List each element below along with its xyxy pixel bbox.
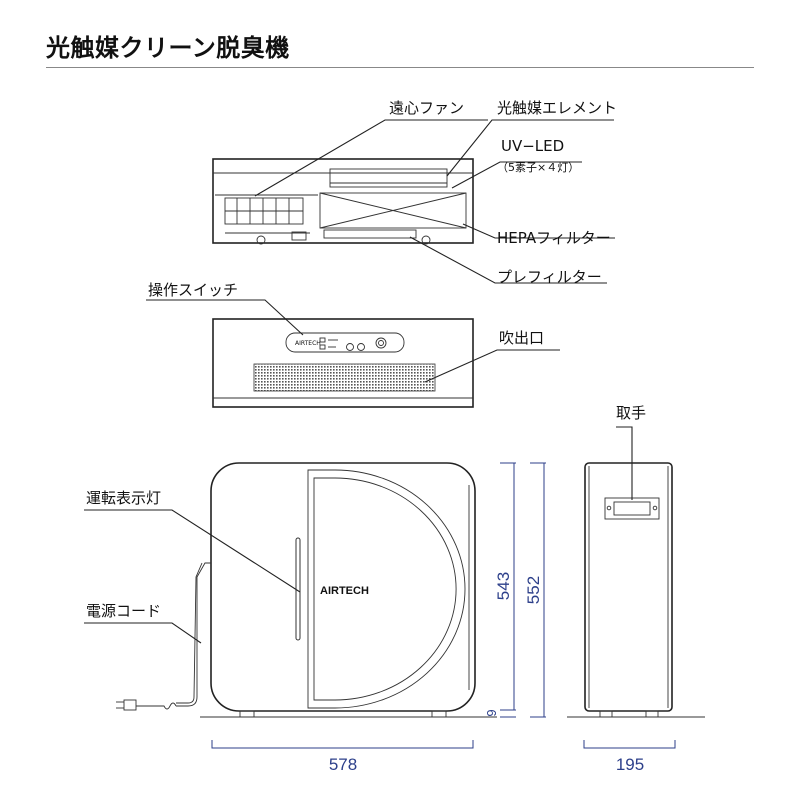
prefilter-bar [323, 229, 417, 239]
label-prefilter: プレフィルター [497, 268, 602, 286]
top-section-view [212, 158, 474, 245]
title-divider [46, 67, 754, 68]
label-centrifugal-fan: 遠心ファン [389, 99, 464, 117]
top-view-casing [212, 158, 474, 244]
label-uv-led-note: （5素子×４灯） [497, 161, 579, 174]
air-outlet-grille [253, 363, 436, 392]
front-view [212, 318, 474, 408]
front-brand-text: AIRTECH [295, 340, 321, 347]
indicator-light-bar [295, 537, 301, 641]
dimension-lines [211, 462, 676, 749]
label-operation-switch: 操作スイッチ [148, 281, 238, 299]
side-brand-logo: AIRTECH [320, 585, 369, 597]
handle-grip [613, 501, 651, 516]
inner-d-panel [313, 477, 457, 701]
cord-leader [84, 622, 202, 644]
label-air-outlet: 吹出口 [499, 329, 544, 347]
switch-panel [285, 332, 405, 353]
label-photocatalyst-element: 光触媒エレメント [497, 99, 617, 117]
top-view-leaders [254, 119, 615, 284]
label-uv-led: UV−LED [501, 137, 564, 155]
indicator-leader [84, 509, 301, 593]
dimension-depth: 195 [616, 755, 644, 774]
hepa-filter-box [319, 192, 467, 229]
side-view-body [210, 462, 476, 712]
depth-view-body [584, 462, 673, 712]
handle-frame [604, 497, 660, 520]
label-handle: 取手 [616, 404, 646, 422]
label-power-cord: 電源コード [86, 602, 161, 620]
side-view [116, 462, 497, 718]
dimension-width: 578 [329, 755, 357, 774]
page-title: 光触媒クリーン脱臭機 [46, 34, 290, 62]
power-cord-line [176, 562, 211, 707]
label-indicator-light: 運転表示灯 [86, 489, 161, 507]
dimension-height-body: 543 [494, 572, 513, 600]
dimension-height-total: 552 [524, 576, 543, 604]
switch-leader [146, 299, 304, 336]
outlet-leader [424, 349, 560, 383]
handle-leader [616, 426, 633, 500]
front-view-casing [212, 318, 474, 408]
photocatalyst-element-frame [329, 168, 448, 188]
depth-view [567, 462, 705, 718]
outer-d-panel [307, 469, 466, 709]
plug-icon [123, 699, 137, 711]
dimension-foot: 9 [484, 709, 499, 716]
label-hepa-filter: HEPAフィルター [497, 229, 611, 247]
